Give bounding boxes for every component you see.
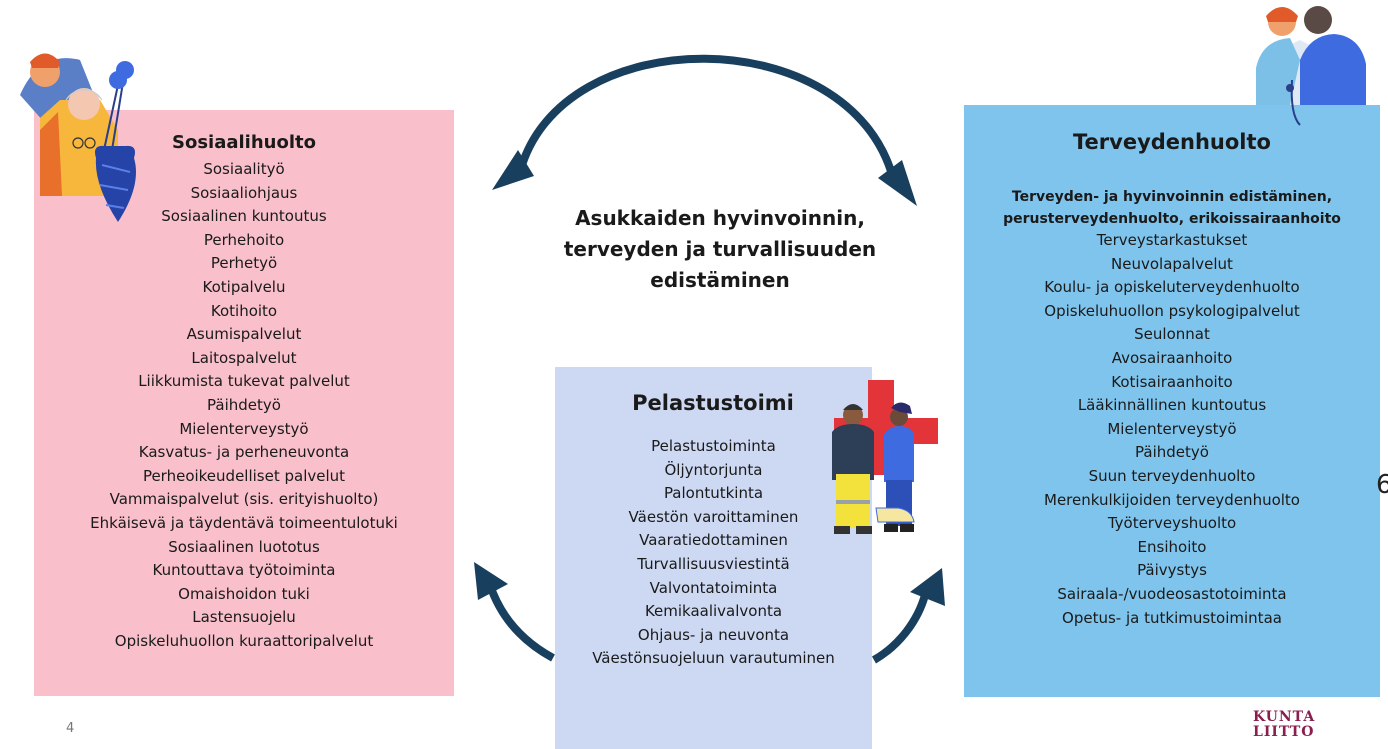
sosiaalihuolto-box: Sosiaalihuolto Sosiaalityö Sosiaaliohjau… bbox=[34, 110, 454, 696]
list-item: Sosiaalinen kuntoutus bbox=[161, 207, 327, 226]
list-item: Ensihoito bbox=[1137, 537, 1207, 556]
list-item: Öljyntorjunta bbox=[664, 460, 763, 479]
list-item: Laitospalvelut bbox=[191, 348, 297, 367]
list-item: Kemikaalivalvonta bbox=[644, 602, 783, 621]
list-item: Kasvatus- ja perheneuvonta bbox=[138, 443, 350, 462]
sosiaalihuolto-title: Sosiaalihuolto bbox=[172, 132, 316, 153]
list-item: Omaishoidon tuki bbox=[178, 584, 310, 603]
list-item: Sosiaalityö bbox=[203, 160, 285, 178]
list-item: Opiskeluhuollon kuraattoripalvelut bbox=[114, 631, 374, 650]
pelastustoimi-list: Pelastustoiminta Öljyntorjunta Palontutk… bbox=[555, 435, 872, 671]
bottom-right-arrow bbox=[871, 593, 929, 664]
center-heading: Asukkaiden hyvinvoinnin, terveyden ja tu… bbox=[540, 203, 900, 296]
elderly-care-illustration bbox=[20, 53, 136, 222]
list-item: Mielenterveystyö bbox=[179, 419, 309, 438]
list-item: Työterveyshuolto bbox=[1107, 514, 1237, 533]
list-item: Ohjaus- ja neuvonta bbox=[637, 625, 790, 644]
kuntaliitto-logo: KUNTA LIITTO bbox=[1253, 710, 1315, 740]
list-item: Päivystys bbox=[1137, 561, 1207, 580]
terveydenhuolto-list: Terveystarkastukset Neuvolapalvelut Koul… bbox=[964, 229, 1380, 630]
list-item: Turvallisuusviestintä bbox=[637, 554, 790, 573]
list-item: Koulu- ja opiskeluterveydenhuolto bbox=[1044, 278, 1300, 297]
list-item: Liikkumista tukevat palvelut bbox=[138, 372, 350, 391]
list-item: Sosiaalinen luototus bbox=[168, 537, 320, 556]
doctor-patient-illustration bbox=[1256, 6, 1366, 126]
list-item: Perhetyö bbox=[210, 254, 278, 273]
list-item: Palontutkinta bbox=[663, 484, 764, 503]
list-item: Kuntouttava työtoiminta bbox=[152, 561, 336, 580]
page-number: 4 bbox=[66, 721, 75, 736]
list-item: Terveystarkastukset bbox=[1096, 231, 1248, 249]
arrowhead-left-icon bbox=[492, 150, 534, 190]
top-arc-arrow bbox=[516, 54, 897, 180]
list-item: Neuvolapalvelut bbox=[1111, 254, 1233, 273]
list-item: Päihdetyö bbox=[1135, 443, 1209, 462]
list-item: Lääkinnällinen kuntoutus bbox=[1077, 396, 1267, 415]
pelastustoimi-box: Pelastustoimi Pelastustoiminta Öljyntorj… bbox=[555, 367, 872, 749]
bottom-left-arrow bbox=[486, 583, 555, 662]
logo-line: KUNTA bbox=[1253, 709, 1316, 725]
center-heading-line: terveyden ja turvallisuuden bbox=[563, 237, 877, 261]
list-item: Merenkulkijoiden terveydenhuolto bbox=[1044, 490, 1300, 509]
list-item: Perhehoito bbox=[203, 230, 285, 249]
terveydenhuolto-box: Terveydenhuolto Terveyden- ja hyvinvoinn… bbox=[964, 105, 1380, 697]
list-item: Kotipalvelu bbox=[202, 277, 286, 296]
list-item: Suun terveydenhuolto bbox=[1088, 466, 1256, 485]
center-heading-line: Asukkaiden hyvinvoinnin, bbox=[575, 206, 865, 230]
arrowhead-right-icon bbox=[878, 160, 917, 206]
list-item: Väestön varoittaminen bbox=[628, 507, 799, 526]
list-item: Kotihoito bbox=[210, 301, 278, 320]
list-item: Opiskeluhuollon psykologipalvelut bbox=[1044, 301, 1300, 320]
arrowhead-bottom-left-icon bbox=[474, 562, 508, 600]
logo-line: LIITTO bbox=[1253, 724, 1315, 740]
list-item: Seulonnat bbox=[1134, 325, 1210, 344]
rescue-workers-illustration bbox=[832, 380, 938, 534]
list-item: Valvontatoiminta bbox=[649, 578, 778, 597]
list-item: Lastensuojelu bbox=[192, 608, 296, 627]
terveydenhuolto-title: Terveydenhuolto bbox=[1073, 130, 1271, 154]
subtitle-line: perusterveydenhuolto, erikoissairaanhoit… bbox=[1003, 211, 1341, 227]
list-item: Avosairaanhoito bbox=[1111, 348, 1233, 367]
subtitle-line: Terveyden- ja hyvinvoinnin edistäminen, bbox=[1011, 189, 1333, 205]
list-item: Sosiaaliohjaus bbox=[190, 183, 298, 202]
center-heading-line: edistäminen bbox=[650, 268, 790, 292]
list-item: Opetus- ja tutkimustoimintaa bbox=[1062, 608, 1282, 627]
list-item: Asumispalvelut bbox=[186, 325, 302, 344]
edge-fragment-text: 6 bbox=[1376, 470, 1388, 500]
list-item: Sairaala-/vuodeosastotoiminta bbox=[1057, 584, 1287, 603]
list-item: Pelastustoiminta bbox=[651, 437, 776, 455]
list-item: Vammaispalvelut (sis. erityishuolto) bbox=[109, 490, 379, 509]
sosiaalihuolto-list: Sosiaalityö Sosiaaliohjaus Sosiaalinen k… bbox=[34, 158, 454, 653]
arrowhead-bottom-right-icon bbox=[910, 568, 945, 606]
terveydenhuolto-subtitle: Terveyden- ja hyvinvoinnin edistäminen, … bbox=[964, 186, 1380, 230]
list-item: Kotisairaanhoito bbox=[1111, 372, 1233, 391]
list-item: Mielenterveystyö bbox=[1107, 419, 1237, 438]
list-item: Väestönsuojeluun varautuminen bbox=[592, 649, 835, 668]
list-item: Vaaratiedottaminen bbox=[639, 531, 788, 550]
list-item: Päihdetyö bbox=[207, 395, 281, 414]
pelastustoimi-title: Pelastustoimi bbox=[632, 391, 794, 415]
list-item: Perheoikeudelliset palvelut bbox=[142, 466, 346, 485]
list-item: Ehkäisevä ja täydentävä toimeentulotuki bbox=[90, 513, 398, 532]
